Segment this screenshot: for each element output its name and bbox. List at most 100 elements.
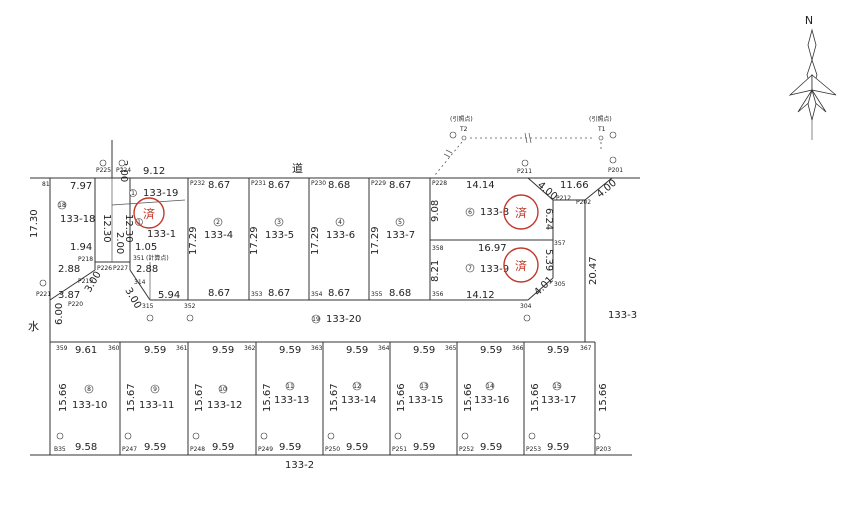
survey-points: P225 P224 81 P232 P231 P230 P229 P228 P2…: [36, 156, 623, 453]
svg-text:済: 済: [143, 206, 155, 221]
svg-text:P212: P212: [556, 195, 571, 202]
svg-text:P220: P220: [68, 301, 83, 308]
svg-text:15.67: 15.67: [126, 383, 137, 412]
svg-text:362: 362: [244, 345, 256, 352]
svg-text:3.00: 3.00: [122, 286, 143, 311]
svg-text:9.59: 9.59: [144, 442, 166, 453]
parcel-133-17: 15 133-17: [541, 381, 576, 406]
svg-text:6.24: 6.24: [543, 208, 554, 230]
svg-text:8.67: 8.67: [328, 288, 350, 299]
svg-text:9.59: 9.59: [212, 442, 234, 453]
svg-text:P211: P211: [517, 168, 532, 175]
north-label: N: [805, 14, 813, 27]
svg-text:1: 1: [131, 190, 135, 197]
svg-text:81: 81: [42, 181, 50, 188]
svg-text:15.66: 15.66: [396, 383, 407, 412]
svg-text:355: 355: [371, 291, 383, 298]
svg-text:314: 314: [134, 279, 146, 286]
parcel-label: 133-11: [139, 400, 174, 411]
parcel-133-12: 10 133-12: [207, 384, 242, 411]
svg-text:9.59: 9.59: [212, 345, 234, 356]
svg-text:9.59: 9.59: [480, 442, 502, 453]
svg-text:353: 353: [251, 291, 263, 298]
svg-text:2: 2: [216, 219, 220, 226]
svg-text:7: 7: [468, 265, 472, 272]
svg-text:352: 352: [184, 303, 196, 310]
svg-text:358: 358: [432, 245, 444, 252]
boundary-lines: [30, 140, 640, 456]
svg-text:3: 3: [277, 219, 281, 226]
svg-text:9.59: 9.59: [346, 442, 368, 453]
parcel-133-2: 133-2: [285, 460, 314, 471]
reference-points: (引照点) (引照点) T2 T1: [434, 115, 617, 176]
parcel-133-15: 13 133-15: [408, 381, 443, 406]
svg-text:P201: P201: [608, 167, 623, 174]
parcel-label: 133-14: [341, 395, 376, 406]
svg-text:P228: P228: [432, 180, 447, 187]
svg-text:2.00: 2.00: [114, 232, 125, 254]
parcel-133-18: 18 133-18: [57, 200, 95, 225]
svg-text:15.66: 15.66: [530, 383, 541, 412]
svg-text:17.30: 17.30: [29, 209, 40, 238]
svg-text:B35: B35: [54, 446, 66, 453]
parcel-133-13: 11 133-13: [274, 381, 309, 406]
parcel-label: 133-7: [386, 230, 415, 241]
svg-text:9.58: 9.58: [75, 442, 97, 453]
svg-text:P225: P225: [96, 167, 111, 174]
svg-text:15.67: 15.67: [329, 383, 340, 412]
svg-text:済: 済: [515, 258, 527, 273]
parcel-label: 133-9: [480, 264, 509, 275]
svg-text:12: 12: [353, 383, 361, 390]
svg-text:361: 361: [176, 345, 188, 352]
svg-text:1.94: 1.94: [70, 242, 92, 253]
ref-point-label-left: (引照点): [450, 115, 473, 123]
svg-text:363: 363: [311, 345, 323, 352]
svg-text:305: 305: [554, 281, 566, 288]
svg-text:8.68: 8.68: [328, 180, 350, 191]
svg-text:9.59: 9.59: [413, 345, 435, 356]
svg-text:14.12: 14.12: [466, 290, 495, 301]
svg-text:9: 9: [153, 386, 157, 393]
svg-text:365: 365: [445, 345, 457, 352]
parcel-133-19: 1 133-19: [129, 188, 178, 199]
svg-text:P219: P219: [78, 278, 93, 285]
parcel-133-1: 1 133-1: [135, 218, 176, 240]
svg-text:354: 354: [311, 291, 323, 298]
svg-text:351: 351: [133, 255, 145, 262]
svg-text:P251: P251: [392, 446, 407, 453]
svg-text:2.88: 2.88: [58, 264, 80, 275]
svg-text:304: 304: [520, 303, 532, 310]
parcel-label: 133-6: [326, 230, 355, 241]
road-label: 道: [292, 161, 303, 175]
svg-text:P203: P203: [596, 446, 611, 453]
svg-text:P230: P230: [311, 180, 326, 187]
parcel-label: 133-20: [326, 314, 361, 325]
svg-text:P227: P227: [113, 265, 128, 272]
svg-text:367: 367: [580, 345, 592, 352]
svg-text:済: 済: [515, 205, 527, 220]
svg-text:P247: P247: [122, 446, 137, 453]
svg-text:2.00: 2.00: [118, 160, 129, 182]
svg-text:8.21: 8.21: [430, 260, 441, 282]
svg-text:5.39: 5.39: [543, 249, 554, 271]
parcel-label: 133-17: [541, 395, 576, 406]
svg-text:356: 356: [432, 291, 444, 298]
ref-point-label-right: (引照点): [589, 115, 612, 123]
svg-text:8.67: 8.67: [268, 180, 290, 191]
parcel-133-16: 14 133-16: [474, 381, 509, 406]
svg-text:9.59: 9.59: [413, 442, 435, 453]
svg-text:9.12: 9.12: [143, 166, 165, 177]
svg-text:P231: P231: [251, 180, 266, 187]
svg-text:8.67: 8.67: [268, 288, 290, 299]
parcel-133-11: 9 133-11: [139, 384, 174, 411]
svg-text:315: 315: [142, 303, 154, 310]
parcel-label: 133-13: [274, 395, 309, 406]
parcel-133-4: 2 133-4: [204, 217, 233, 241]
svg-text:20.47: 20.47: [588, 256, 599, 285]
parcel-label: 133-12: [207, 400, 242, 411]
svg-text:P229: P229: [371, 180, 386, 187]
svg-text:9.61: 9.61: [75, 345, 97, 356]
svg-text:9.59: 9.59: [547, 345, 569, 356]
svg-text:P218: P218: [78, 256, 93, 263]
